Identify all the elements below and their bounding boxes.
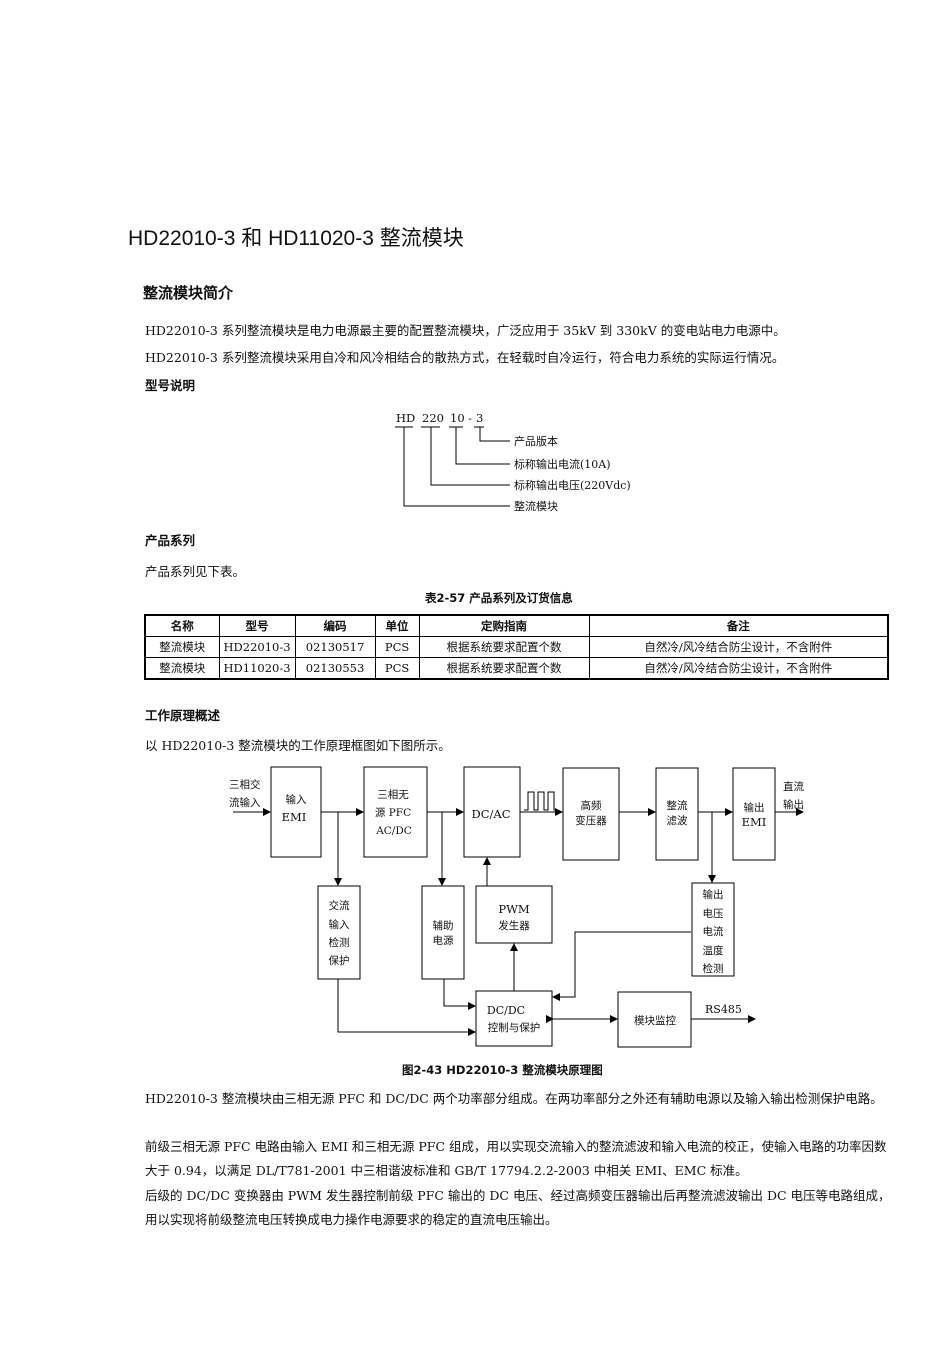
ac-detect-4: 保护	[329, 954, 350, 967]
table-cell: 02130517	[294, 636, 376, 658]
col-header: 单位	[374, 614, 420, 637]
model-code-current: 10	[450, 411, 465, 425]
section-title: 整流模块简介	[143, 284, 234, 302]
pwm-1: PWM	[498, 902, 530, 916]
model-label-current: 标称输出电流(10A)	[514, 457, 611, 471]
table-cell: 自然冷/风冷结合防尘设计，不含附件	[588, 657, 889, 680]
model-code-voltage: 220	[422, 411, 444, 425]
ac-detect-2: 输入	[329, 918, 350, 931]
output-label-1: 直流	[783, 780, 804, 793]
block-dcdc-control	[475, 990, 553, 1047]
output-label-2: 输出	[783, 798, 804, 811]
emi-out-2: EMI	[742, 815, 767, 829]
table-cell: 自然冷/风冷结合防尘设计，不含附件	[588, 636, 889, 658]
model-label-version: 产品版本	[514, 434, 558, 448]
series-text: 产品系列见下表。	[145, 564, 246, 579]
input-label-2: 流输入	[229, 796, 261, 809]
rs485-label: RS485	[705, 1003, 742, 1016]
dcac-label: DC/AC	[472, 807, 511, 821]
table-row: 整流模块 HD22010-3 02130517 PCS 根据系统要求配置个数 自…	[144, 636, 889, 658]
rect-1: 整流	[667, 799, 688, 812]
model-code-dash: -	[468, 411, 472, 425]
model-code-diagram: HD 220 10 - 3 产品版本 标称输出电流(10A) 标称输出电压(22…	[395, 411, 631, 513]
col-header: 备注	[588, 614, 889, 637]
pfc-2: 源 PFC	[375, 806, 411, 819]
table-cell: PCS	[374, 636, 420, 658]
col-header: 编码	[294, 614, 376, 637]
block-ac-detect	[317, 885, 361, 980]
block-dcac	[463, 766, 521, 858]
intro-line-1: HD22010-3 系列整流模块是电力电源最主要的配置整流模块，广泛应用于 35…	[145, 323, 786, 338]
table-cell: 02130553	[294, 657, 376, 680]
table-cell: HD22010-3	[218, 636, 296, 658]
out-detect-4: 温度	[703, 944, 724, 957]
body-paragraph-1: HD22010-3 整流模块由三相无源 PFC 和 DC/DC 两个功率部分组成…	[145, 1091, 883, 1106]
out-detect-1: 输出	[703, 888, 724, 901]
table-cell: HD11020-3	[218, 657, 296, 680]
rect-2: 滤波	[667, 814, 688, 827]
table-cell: 根据系统要求配置个数	[418, 657, 590, 680]
pfc-3: AC/DC	[375, 825, 412, 837]
out-detect-2: 电压	[703, 907, 724, 920]
transformer-2: 变压器	[575, 814, 607, 827]
col-header: 名称	[144, 614, 220, 637]
pwm-2: 发生器	[498, 919, 530, 932]
aux-1: 辅助	[433, 919, 454, 932]
block-output-emi	[732, 767, 776, 861]
block-transformer	[562, 767, 620, 861]
block-pwm	[475, 885, 553, 944]
block-rectifier	[655, 767, 699, 861]
principle-heading: 工作原理概述	[145, 708, 221, 723]
emi-in-2: EMI	[282, 810, 307, 824]
table-cell: PCS	[374, 657, 420, 680]
model-code-version: 3	[476, 411, 483, 425]
transformer-1: 高频	[581, 799, 602, 812]
block-monitor	[617, 991, 692, 1048]
dcdc-ctrl-1: DC/DC	[487, 1004, 525, 1017]
input-label-1: 三相交	[229, 778, 261, 791]
block-pfc	[363, 766, 428, 858]
pfc-1: 三相无	[377, 788, 409, 801]
table-cell: 根据系统要求配置个数	[418, 636, 590, 658]
table-cell: 整流模块	[144, 657, 220, 680]
table-caption: 表2-57 产品系列及订货信息	[425, 591, 573, 605]
emi-out-1: 输出	[744, 801, 765, 814]
block-input-emi	[270, 766, 322, 858]
body-paragraph-3: 后级的 DC/DC 变换器由 PWM 发生器控制前级 PFC 输出的 DC 电压…	[145, 1188, 891, 1227]
table-cell: 整流模块	[144, 636, 220, 658]
intro-line-2: HD22010-3 系列整流模块采用自冷和风冷相结合的散热方式，在轻载时自冷运行…	[145, 350, 785, 365]
model-heading: 型号说明	[145, 378, 196, 393]
emi-in-1: 输入	[286, 793, 307, 806]
dcdc-ctrl-2: 控制与保护	[488, 1021, 541, 1034]
table-row: 整流模块 HD11020-3 02130553 PCS 根据系统要求配置个数 自…	[144, 657, 889, 680]
body-paragraph-2: 前级三相无源 PFC 电路由输入 EMI 和三相无源 PFC 组成，用以实现交流…	[145, 1139, 887, 1178]
figure-caption: 图2-43 HD22010-3 整流模块原理图	[402, 1063, 603, 1077]
ac-detect-3: 检测	[329, 936, 350, 949]
model-code-hd: HD	[396, 411, 415, 425]
aux-2: 电源	[433, 934, 454, 947]
series-heading: 产品系列	[145, 533, 196, 548]
block-aux-power	[421, 885, 465, 980]
out-detect-3: 电流	[703, 925, 724, 938]
page-title: HD22010-3 和 HD11020-3 整流模块	[128, 227, 464, 250]
ac-detect-1: 交流	[329, 899, 350, 912]
table-header-row: 名称 型号 编码 单位 定购指南 备注	[144, 614, 889, 637]
principle-text: 以 HD22010-3 整流模块的工作原理框图如下图所示。	[145, 738, 451, 753]
block-output-detect	[691, 882, 735, 977]
out-detect-5: 检测	[703, 962, 724, 975]
product-table: 名称 型号 编码 单位 定购指南 备注 整流模块 HD22010-3 02130…	[144, 614, 889, 680]
model-label-module: 整流模块	[514, 499, 558, 513]
monitor-label: 模块监控	[634, 1014, 676, 1027]
model-label-voltage: 标称输出电压(220Vdc)	[514, 478, 631, 492]
col-header: 定购指南	[418, 614, 590, 637]
